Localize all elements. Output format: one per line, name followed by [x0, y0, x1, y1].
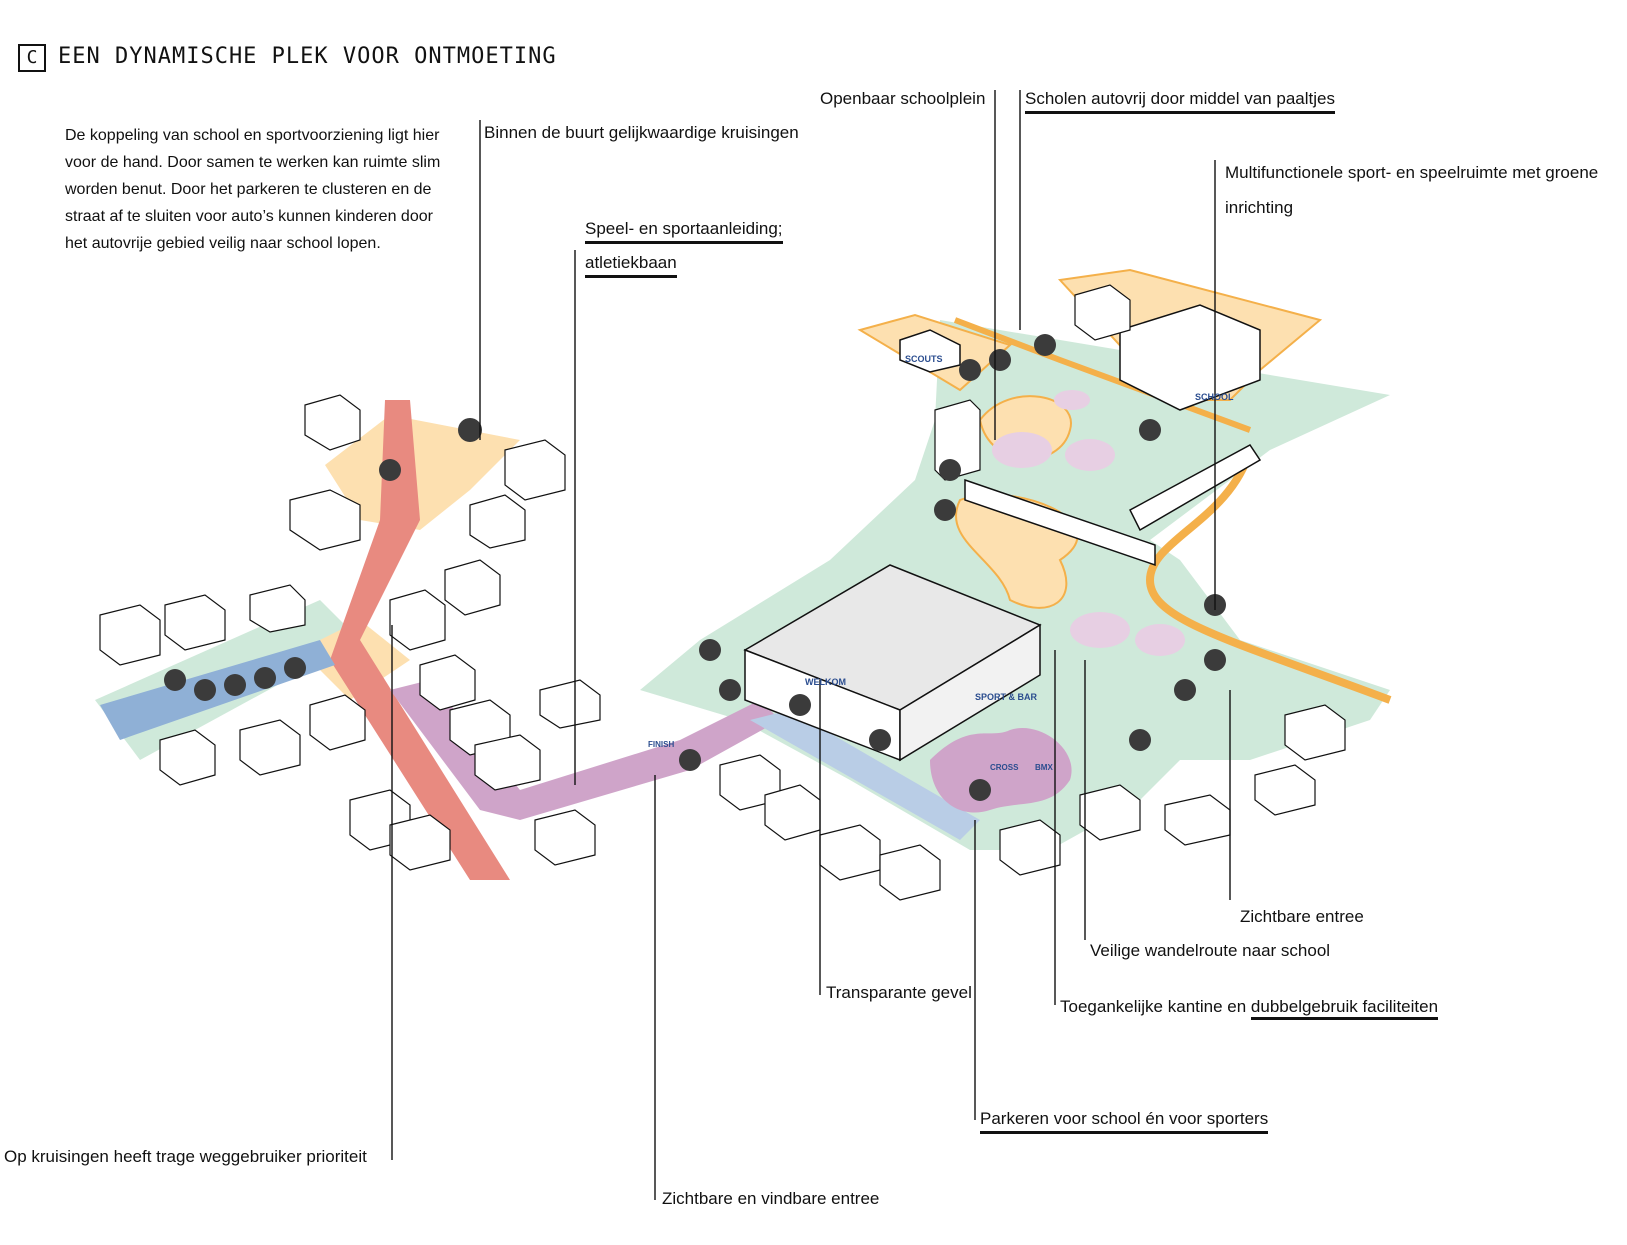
label-vindbare: Zichtbare en vindbare entree [662, 1189, 880, 1208]
intro-paragraph: De koppeling van school en sportvoorzien… [65, 127, 441, 252]
sports-hall-side [899, 623, 1041, 762]
road-west [100, 640, 335, 740]
houses [99, 284, 1346, 901]
sportbar-sign: SPORT & BAR [975, 692, 1038, 702]
school-wing [964, 478, 1156, 567]
trees [164, 334, 1226, 801]
label-multi-line2: inrichting [1225, 198, 1294, 217]
plaza-north [325, 415, 520, 530]
bmx-track [930, 728, 1072, 813]
finish-sign: FINISH [648, 740, 674, 749]
label-speel-line1: Speel- en sportaanleiding; [585, 218, 783, 244]
play-circle-3 [1054, 390, 1090, 410]
main-road-red [330, 400, 510, 880]
bmx-sign: BMX [1035, 763, 1053, 772]
school-wing-2 [1129, 444, 1262, 532]
cross-sign: CROSS [990, 763, 1019, 772]
page-title: EEN DYNAMISCHE PLEK VOOR ONTMOETING [58, 44, 557, 69]
label-wandelroute: Veilige wandelroute naar school [1090, 941, 1331, 960]
label-zichtbare-entree: Zichtbare entree [1240, 907, 1364, 926]
play-circle-5 [1135, 624, 1185, 656]
school-sign: SCHOOL [1195, 392, 1234, 402]
play-circle-4 [1070, 612, 1130, 648]
label-kantine: Toegankelijke kantine en dubbelgebruik f… [1060, 996, 1439, 1020]
label-prioriteit: Op kruisingen heeft trage weggebruiker p… [4, 1147, 367, 1166]
school-main [1119, 304, 1261, 411]
label-speel-line2: atletiekbaan [585, 252, 677, 278]
parking-strip [750, 710, 980, 840]
label-autovrij: Scholen autovrij door middel van paaltje… [1025, 88, 1335, 114]
label-transparante: Transparante gevel [826, 983, 972, 1002]
welkom-sign: WELKOM [805, 677, 846, 687]
label-kantine-a: Toegankelijke kantine en [1060, 997, 1251, 1016]
label-multi-line1: Multifunctionele sport- en speelruimte m… [1225, 163, 1599, 182]
play-circle-2 [1065, 439, 1115, 471]
scouts-sign: SCOUTS [905, 354, 943, 364]
label-schoolplein: Openbaar schoolplein [820, 89, 986, 108]
label-kantine-b: dubbelgebruik faciliteiten [1250, 997, 1439, 1020]
scouts-hut [899, 329, 961, 373]
label-parkeren: Parkeren voor school én voor sporters [980, 1108, 1269, 1134]
section-letter-box: C [18, 44, 46, 72]
label-kruisingen: Binnen de buurt gelijkwaardige kruisinge… [484, 123, 799, 142]
orange-path-east [1145, 448, 1392, 704]
play-circle-1 [992, 432, 1052, 468]
